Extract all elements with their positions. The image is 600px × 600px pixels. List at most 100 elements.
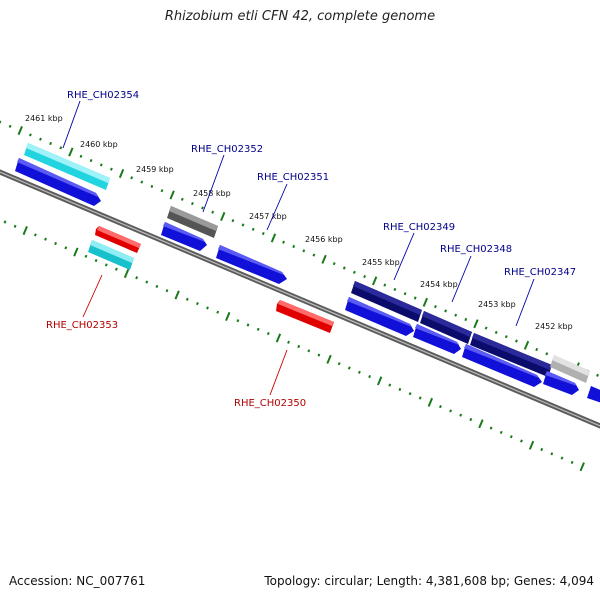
- minor-tick: [357, 370, 361, 374]
- minor-tick: [363, 275, 367, 279]
- gene-RHE_CH02349[interactable]: [351, 281, 422, 322]
- minor-tick: [216, 310, 220, 314]
- kbp-label: 2453 kbp: [478, 300, 516, 309]
- minor-tick: [352, 270, 356, 274]
- gene-RHE_CH02348[interactable]: [420, 311, 472, 344]
- map-title: Rhizobium etli CFN 42, complete genome: [164, 9, 436, 24]
- kbp-label: 2461 kbp: [25, 114, 63, 123]
- major-tick: [326, 354, 332, 364]
- minor-tick: [433, 304, 437, 309]
- major-tick: [174, 290, 180, 300]
- kbp-label: 2457 kbp: [249, 212, 287, 221]
- minor-tick: [317, 353, 321, 357]
- gene-RHE_CH02352[interactable]: [167, 206, 218, 238]
- minor-tick: [540, 447, 544, 452]
- leader-line: [82, 274, 103, 318]
- gene-forward-arrow[interactable]: [345, 297, 414, 336]
- gene-label-reverse[interactable]: RHE_CH02350: [234, 398, 306, 409]
- gene-RHE_CH02353-reverse[interactable]: [95, 226, 141, 253]
- minor-tick: [494, 330, 498, 334]
- gene-RHE_CH02354[interactable]: [24, 143, 110, 190]
- gene-label-forward[interactable]: RHE_CH02347: [504, 267, 576, 278]
- minor-tick: [231, 219, 235, 223]
- minor-tick: [464, 317, 468, 322]
- gene-label-reverse[interactable]: RHE_CH02353: [46, 320, 118, 331]
- gene-label-forward[interactable]: RHE_CH02352: [191, 144, 263, 155]
- minor-tick: [59, 146, 63, 150]
- minor-tick: [469, 417, 473, 422]
- gene-label-forward[interactable]: RHE_CH02354: [67, 90, 139, 101]
- leader-line: [393, 232, 415, 281]
- minor-tick: [342, 266, 346, 270]
- lower-tick-track: [3, 220, 585, 472]
- major-tick: [473, 319, 479, 329]
- minor-tick: [251, 227, 255, 231]
- gene-unlabeled-gray[interactable]: [550, 355, 590, 383]
- minor-tick: [145, 280, 149, 284]
- minor-tick: [499, 430, 503, 434]
- gene-label-forward[interactable]: RHE_CH02349: [383, 222, 455, 233]
- kbp-label: 2455 kbp: [362, 258, 400, 267]
- minor-tick: [261, 232, 265, 236]
- gene-RHE_CH02347[interactable]: [470, 333, 552, 377]
- minor-tick: [418, 396, 422, 400]
- minor-tick: [201, 206, 204, 210]
- gene-forward-arrow[interactable]: [216, 245, 287, 284]
- minor-tick: [413, 296, 417, 300]
- major-tick: [118, 169, 125, 179]
- minor-tick: [484, 326, 488, 330]
- major-tick: [225, 311, 231, 321]
- kbp-label: 2459 kbp: [136, 165, 174, 174]
- minor-tick: [509, 435, 513, 439]
- minor-tick: [54, 241, 58, 246]
- kbp-label: 2456 kbp: [305, 235, 343, 244]
- minor-tick: [89, 159, 93, 163]
- minor-tick: [459, 413, 463, 417]
- major-tick: [427, 397, 434, 407]
- minor-tick: [307, 349, 311, 353]
- gene-forward-arrow[interactable]: [587, 386, 600, 404]
- minor-tick: [302, 249, 306, 253]
- minor-tick: [332, 262, 336, 266]
- gene-cyan-lower[interactable]: [88, 240, 134, 270]
- minor-tick: [109, 167, 113, 171]
- minor-tick: [388, 383, 392, 387]
- major-tick: [68, 147, 74, 157]
- gene-forward-arrow[interactable]: [161, 222, 207, 251]
- kbp-label: 2460 kbp: [80, 140, 118, 149]
- gene-forward-arrow[interactable]: [15, 158, 101, 206]
- minor-tick: [64, 246, 68, 250]
- gene-forward-arrow[interactable]: [462, 344, 542, 387]
- kbp-label: 2458 kbp: [193, 189, 231, 198]
- leader-line: [269, 349, 288, 396]
- gene-RHE_CH02350-reverse[interactable]: [276, 300, 334, 333]
- minor-tick: [266, 332, 270, 336]
- minor-tick: [135, 276, 139, 280]
- major-tick: [523, 340, 530, 350]
- minor-tick: [140, 180, 144, 184]
- gene-label-forward[interactable]: RHE_CH02348: [440, 244, 512, 255]
- major-tick: [478, 419, 484, 429]
- minor-tick: [3, 220, 7, 224]
- minor-tick: [297, 344, 301, 349]
- major-tick: [123, 269, 130, 279]
- minor-tick: [206, 306, 209, 310]
- minor-tick: [33, 233, 37, 237]
- major-tick: [220, 211, 226, 221]
- minor-tick: [454, 313, 458, 317]
- minor-tick: [49, 141, 53, 146]
- genome-summary: Topology: circular; Length: 4,381,608 bp…: [264, 574, 594, 588]
- major-tick: [73, 247, 79, 257]
- gene-forward-arrow[interactable]: [413, 324, 461, 354]
- gene-label-forward[interactable]: RHE_CH02351: [257, 172, 329, 183]
- minor-tick: [94, 259, 98, 263]
- gene-forward-arrow[interactable]: [543, 371, 579, 395]
- minor-tick: [84, 254, 88, 258]
- major-tick: [22, 226, 28, 236]
- minor-tick: [39, 137, 42, 141]
- minor-tick: [504, 335, 508, 339]
- minor-tick: [570, 460, 574, 464]
- minor-tick: [79, 154, 83, 158]
- major-tick: [579, 462, 585, 472]
